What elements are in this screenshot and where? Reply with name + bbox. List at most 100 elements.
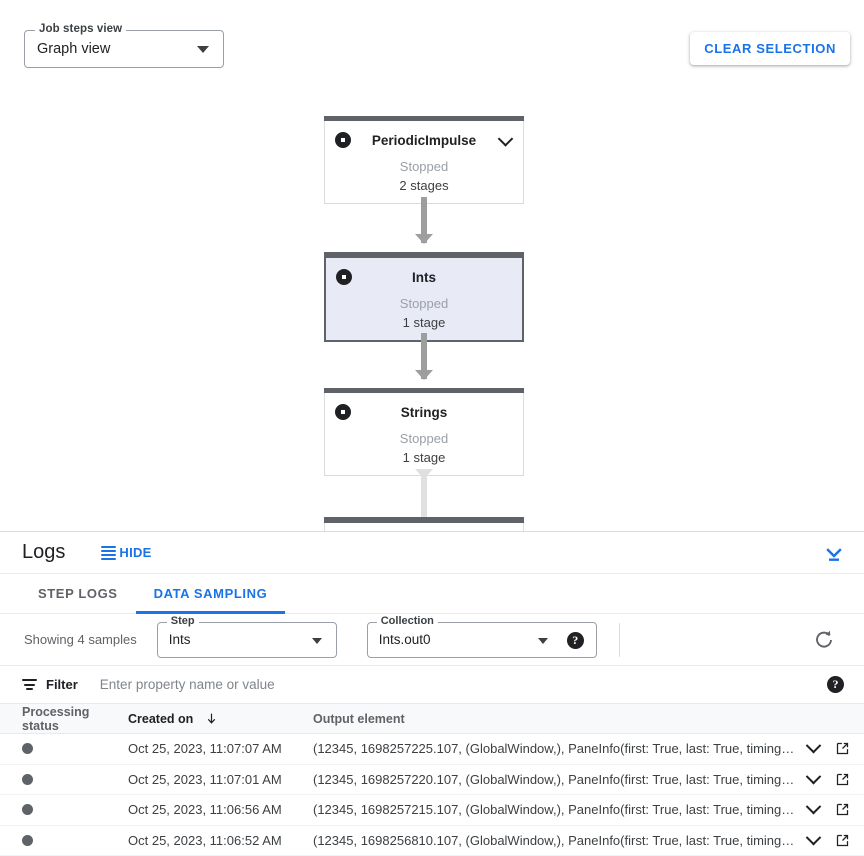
chevron-down-icon[interactable] (805, 768, 822, 785)
graph-node-periodicimpulse[interactable]: PeriodicImpulse Stopped 2 stages (324, 116, 524, 204)
column-header-created-on-label: Created on (128, 711, 194, 726)
status-dot (22, 773, 33, 785)
cell-output-element: (12345, 1698257220.107, (GlobalWindow,),… (313, 771, 795, 787)
sampling-toolbar: Showing 4 samples Step Ints Collection I… (0, 614, 864, 666)
stop-icon (335, 404, 351, 420)
collapse-down-icon (826, 548, 842, 561)
node-header: Ints (326, 260, 522, 294)
step-select[interactable]: Step Ints (156, 614, 337, 658)
open-in-new-icon[interactable] (835, 741, 850, 756)
samples-table: Processing status Created on Output elem… (0, 704, 864, 856)
chevron-down-icon (197, 46, 209, 53)
graph-node-ints[interactable]: Ints Stopped 1 stage (324, 252, 524, 342)
showing-samples-text: Showing 4 samples (24, 632, 137, 647)
sort-descending-icon (208, 713, 216, 724)
cell-output-element: (12345, 1698257225.107, (GlobalWindow,),… (313, 741, 795, 757)
node-accent-bar (324, 116, 524, 121)
refresh-icon (816, 630, 832, 648)
open-in-new-icon[interactable] (835, 833, 850, 848)
node-title: Strings (400, 404, 448, 420)
node-status: Stopped (399, 431, 449, 446)
chevron-down-icon (537, 637, 548, 644)
chevron-down-icon[interactable] (805, 799, 822, 815)
status-dot (22, 834, 33, 846)
column-header-created-on[interactable]: Created on (128, 712, 313, 726)
hide-logs-label: HIDE (119, 545, 152, 560)
refresh-button[interactable] (812, 628, 836, 652)
logs-tabs: STEP LOGS DATA SAMPLING (0, 574, 864, 614)
chevron-down-icon[interactable] (497, 131, 514, 147)
clear-selection-button[interactable]: CLEAR SELECTION (690, 32, 850, 65)
cell-output-element: (12345, 1698256810.107, (GlobalWindow,),… (313, 832, 795, 848)
node-accent-bar (324, 252, 524, 258)
filter-bar: Filter ? (0, 666, 864, 704)
chevron-down-icon[interactable] (805, 829, 822, 846)
graph-edge (421, 197, 427, 243)
node-stages: 1 stage (402, 315, 446, 330)
logs-panel: Logs HIDE STEP LOGS DATA SAMPLING Showin… (0, 531, 864, 856)
job-steps-view-label: Job steps view (35, 23, 127, 35)
column-header-processing-status[interactable]: Processing status (22, 704, 90, 733)
samples-table-header: Processing status Created on Output elem… (0, 704, 864, 734)
toolbar-divider (618, 622, 620, 657)
cell-output-element: (12345, 1698257215.107, (GlobalWindow,),… (313, 802, 795, 818)
hamburger-icon (101, 545, 117, 560)
cell-created-on: Oct 25, 2023, 11:06:52 AM (128, 832, 282, 848)
node-stages: 2 stages (399, 178, 449, 193)
row-actions (805, 768, 864, 787)
step-select-label: Step (166, 614, 199, 627)
node-accent-bar (324, 388, 524, 393)
status-dot (22, 743, 33, 755)
node-stages: 1 stage (402, 450, 446, 465)
table-row[interactable]: Oct 25, 2023, 11:07:07 AM (12345, 169825… (0, 734, 864, 765)
collection-select[interactable]: Collection Ints.out0 ? (366, 614, 597, 658)
node-status: Stopped (399, 159, 449, 174)
chevron-down-icon (311, 637, 322, 644)
filter-list-icon (22, 679, 37, 690)
row-actions (805, 738, 864, 756)
tab-step-logs[interactable]: STEP LOGS (38, 586, 118, 601)
table-row[interactable]: Oct 25, 2023, 11:06:52 AM (12345, 169825… (0, 826, 864, 856)
hide-logs-button[interactable]: HIDE (101, 545, 151, 560)
node-header: Strings (325, 395, 523, 429)
job-steps-view-select[interactable]: Job steps view Graph view (24, 23, 224, 68)
chevron-down-icon[interactable] (805, 738, 822, 754)
graph-edge-arrow (415, 234, 433, 244)
node-header: PeriodicImpulse (325, 123, 523, 157)
graph-edge-arrow (415, 370, 433, 380)
step-select-value: Ints (168, 631, 191, 647)
job-steps-view-value: Graph view (37, 41, 111, 57)
column-header-output-element[interactable]: Output element (313, 711, 405, 726)
tab-data-sampling[interactable]: DATA SAMPLING (135, 574, 286, 614)
help-icon[interactable]: ? (827, 676, 844, 693)
open-in-new-icon[interactable] (835, 772, 850, 787)
node-accent-bar (324, 517, 524, 523)
graph-edge (421, 469, 427, 517)
cell-created-on: Oct 25, 2023, 11:07:07 AM (128, 741, 282, 757)
node-status: Stopped (399, 296, 449, 311)
collection-select-label: Collection (376, 614, 438, 627)
cell-created-on: Oct 25, 2023, 11:06:56 AM (128, 802, 282, 818)
row-actions (805, 799, 864, 817)
table-row[interactable]: Oct 25, 2023, 11:07:01 AM (12345, 169825… (0, 765, 864, 795)
filter-input[interactable] (97, 676, 598, 693)
cell-created-on: Oct 25, 2023, 11:07:01 AM (128, 771, 282, 787)
node-title: PeriodicImpulse (371, 132, 477, 148)
open-in-new-icon[interactable] (835, 802, 850, 817)
graph-edge-arrow (415, 469, 433, 479)
row-actions (805, 829, 864, 848)
filter-label: Filter (46, 677, 78, 692)
stop-icon (336, 269, 352, 285)
node-title: Ints (411, 269, 436, 285)
stop-icon (335, 132, 351, 148)
graph-node-strings[interactable]: Strings Stopped 1 stage (324, 388, 524, 476)
table-row[interactable]: Oct 25, 2023, 11:06:56 AM (12345, 169825… (0, 795, 864, 826)
collapse-panel-button[interactable] (822, 542, 846, 566)
graph-node-partial[interactable] (324, 517, 524, 531)
logs-header: Logs HIDE (0, 532, 864, 574)
status-dot (22, 804, 33, 816)
logs-title: Logs (22, 541, 66, 563)
graph-edge (421, 333, 427, 379)
help-icon[interactable]: ? (566, 631, 584, 649)
collection-select-value: Ints.out0 (378, 631, 431, 647)
